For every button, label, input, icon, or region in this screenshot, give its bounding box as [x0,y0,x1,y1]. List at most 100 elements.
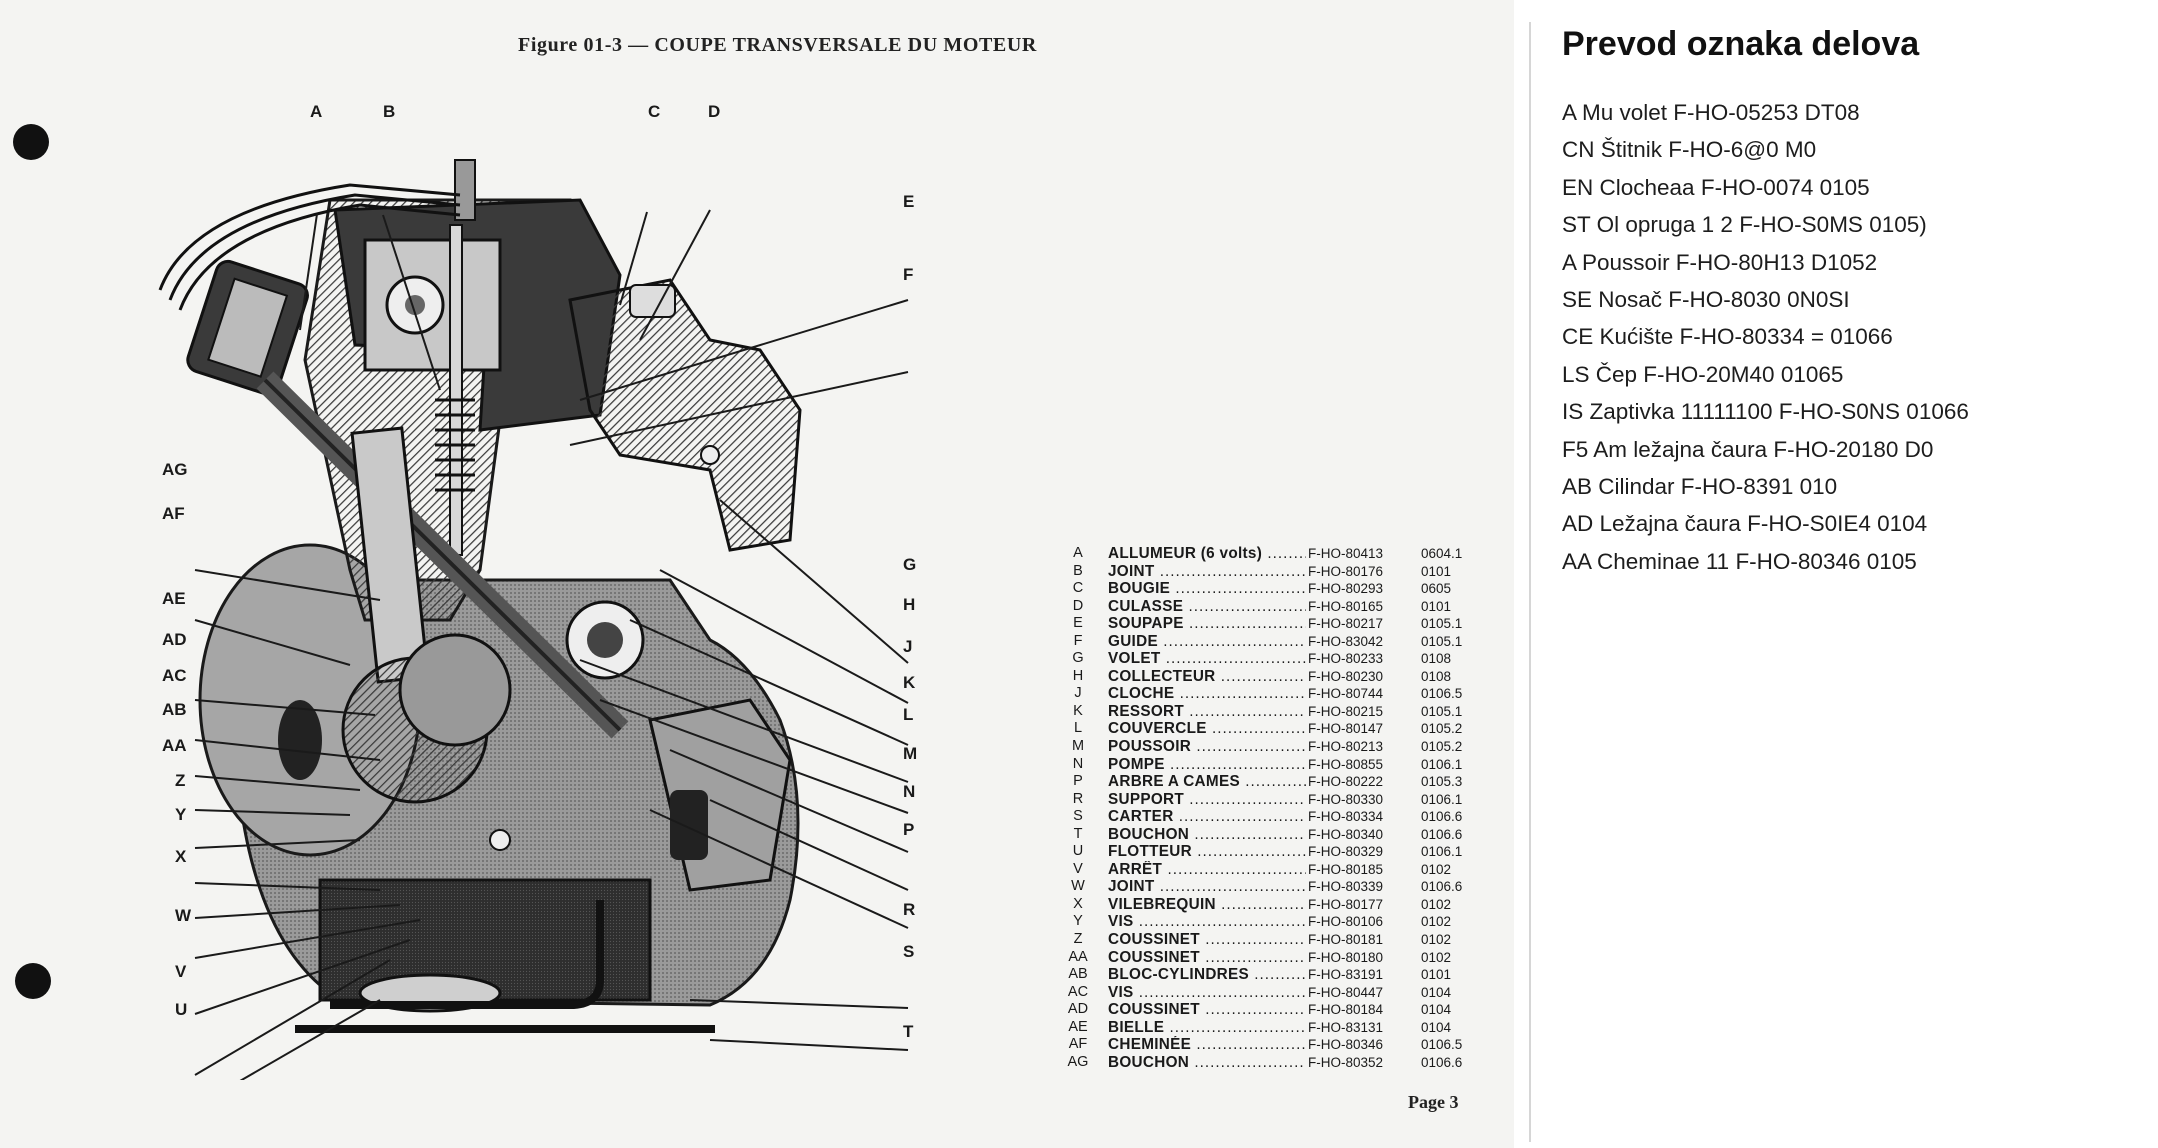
binder-hole-top [13,124,49,160]
part-name: POUSSOIR [1108,738,1338,756]
part-code: 0101 [1421,563,1452,579]
translation-item: AA Cheminae 11 F-HO-80346 0105 [1562,548,1917,574]
part-code: 0102 [1421,896,1452,912]
part-reference: F-HO-80744 [1306,685,1384,703]
part-name: RESSORT [1108,703,1338,721]
part-name: VOLET [1108,650,1338,668]
part-name: COUVERCLE [1108,720,1338,738]
part-name: VILEBREQUIN [1108,896,1338,914]
label-x: X [175,847,187,866]
part-code: 0106.6 [1421,809,1463,825]
part-name: BOUCHON [1108,1054,1338,1072]
part-letter: AF [1068,1036,1088,1053]
label-n: N [903,782,916,801]
part-code: 0101 [1421,967,1452,983]
label-r: R [903,900,916,919]
part-reference: F-HO-80222 [1306,773,1384,791]
part-name: GUIDE [1108,633,1338,651]
part-reference: F-HO-80329 [1306,843,1384,861]
part-code: 0102 [1421,914,1452,930]
part-code: 0108 [1421,651,1452,667]
part-reference: F-HO-80185 [1306,860,1384,879]
part-name: FLOTTEUR [1108,843,1338,861]
distributor [158,183,461,396]
part-reference: F-HO-80177 [1306,895,1384,914]
part-letter: M [1071,738,1085,755]
part-reference: F-HO-80447 [1306,983,1384,1002]
part-name: CARTER [1108,808,1338,826]
part-code: 0105.1 [1421,616,1463,632]
valve-spring [435,398,475,492]
part-letter: AA [1068,948,1088,965]
part-letter: AG [1067,1053,1089,1070]
leader-lines [194,209,909,1080]
part-name: COLLECTEUR [1108,668,1338,686]
part-letter: J [1074,685,1082,702]
label-ad: AD [162,630,187,649]
part-reference: F-HO-80215 [1306,702,1384,721]
part-letter: C [1072,580,1084,597]
part-name: BLOC-CYLINDRES [1108,966,1338,984]
part-reference: F-HO-80213 [1306,738,1384,756]
part-letter: W [1071,878,1085,895]
part-reference: F-HO-80176 [1306,562,1384,581]
part-name: COUSSINET [1108,1001,1338,1019]
part-code: 0104 [1421,1002,1452,1018]
part-code: 0605 [1421,581,1452,597]
part-reference: F-HO-80181 [1306,931,1384,949]
translation-item: SE Nosač F-HO-8030 0N0SI [1562,287,1850,313]
part-name: ARRÊT [1108,861,1338,879]
part-reference: F-HO-83042 [1306,632,1384,651]
translation-item: A Poussoir F-HO-80H13 D1052 [1562,249,1878,275]
oil-sump [318,878,652,1002]
label-l: L [903,705,914,724]
part-letter: P [1073,773,1083,790]
part-code: 0101 [1421,598,1452,614]
label-s: S [903,942,915,961]
part-reference: F-HO-83131 [1306,1018,1384,1037]
part-letter: H [1072,667,1084,684]
label-b: B [383,102,396,121]
part-letter: Y [1073,913,1083,930]
part-letter: S [1073,808,1083,825]
part-letter: B [1073,562,1083,579]
label-g: G [903,555,917,574]
part-reference: F-HO-80340 [1306,825,1384,844]
label-ab: AB [162,700,187,719]
binder-hole-bottom [15,963,51,999]
part-name: CLOCHE [1108,685,1338,703]
part-name: ARBRE A CAMES [1108,773,1338,791]
part-reference: F-HO-80165 [1306,597,1384,616]
part-letter: Z [1073,931,1083,948]
part-letter: A [1073,545,1083,561]
label-ag: AG [162,460,188,479]
manifold [568,278,802,552]
part-code: 0106.6 [1421,826,1463,842]
translation-item: A Mu volet F-HO-05253 DT08 [1562,100,1860,125]
part-letter: R [1072,790,1084,807]
part-reference: F-HO-80184 [1306,1001,1384,1019]
translation-item: AD Ležajna čaura F-HO-S0IE4 0104 [1562,511,1928,537]
part-letter: E [1073,615,1083,632]
part-letter: D [1072,597,1084,614]
translation-item: EN Clocheaa F-HO-0074 0105 [1562,174,1870,200]
